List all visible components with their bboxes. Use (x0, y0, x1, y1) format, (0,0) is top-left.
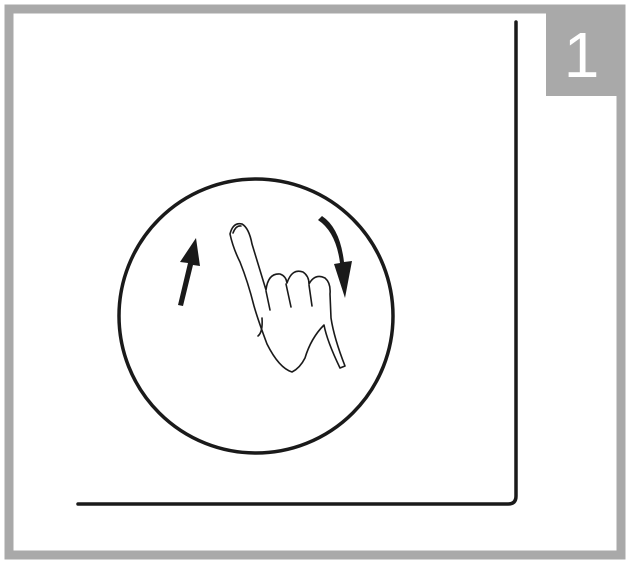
step-number: 1 (564, 23, 600, 87)
knob-circle (119, 179, 393, 453)
step-number-badge: 1 (546, 13, 617, 96)
